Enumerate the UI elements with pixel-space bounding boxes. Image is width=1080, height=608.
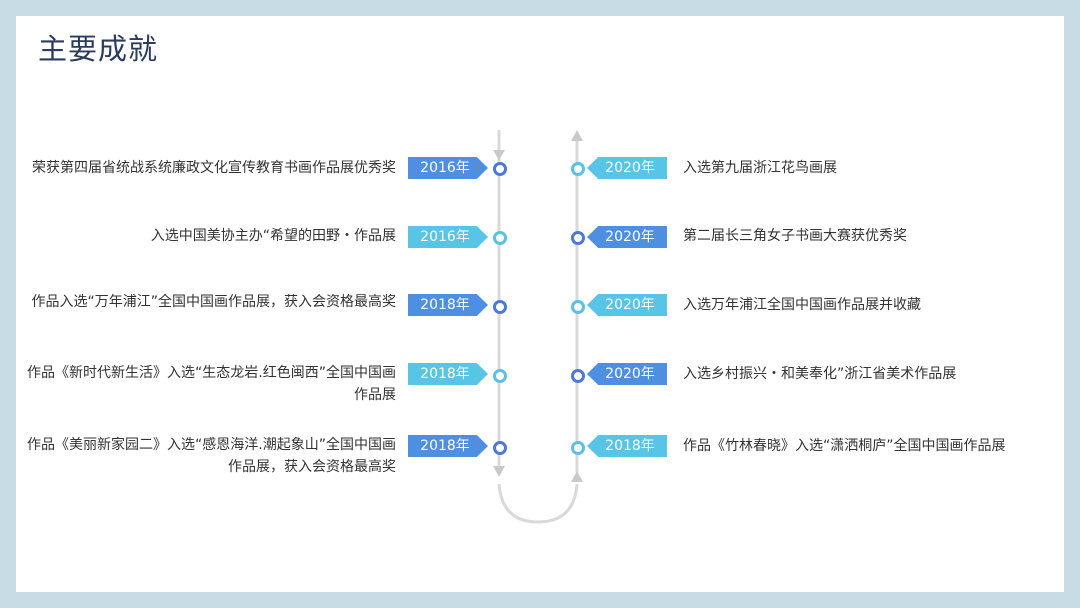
timeline-node	[571, 441, 585, 455]
right-year-tag: 2020年	[587, 157, 667, 179]
right-item-text: 作品《竹林春晓》入选“潇洒桐庐”全国中国画作品展	[683, 438, 1006, 454]
timeline-node	[493, 300, 507, 314]
left-year-tag: 2016年	[408, 226, 488, 248]
left-year-tag: 2016年	[408, 157, 488, 179]
page-title: 主要成就	[38, 32, 159, 66]
timeline-node	[571, 300, 585, 314]
right-item-text: 入选万年浦江全国中国画作品展并收藏	[683, 297, 921, 313]
right-item-text: 入选第九届浙江花鸟画展	[683, 160, 837, 176]
left-item-text: 入选中国美协主办“希望的田野・作品展	[150, 228, 396, 244]
left-item-text: 作品《新时代新生活》入选“生态龙岩.红色闽西”全国中国画作品展	[27, 365, 396, 403]
timeline-node	[493, 441, 507, 455]
timeline-node	[571, 369, 585, 383]
timeline-node	[571, 231, 585, 245]
left-item-text: 荣获第四届省统战系统廉政文化宣传教育书画作品展优秀奖	[32, 160, 396, 176]
right-year-tag: 2020年	[587, 294, 667, 316]
left-year-tag: 2018年	[408, 294, 488, 316]
left-item-text: 作品入选“万年浦江”全国中国画作品展，获入会资格最高奖	[31, 294, 396, 310]
timeline-node	[493, 162, 507, 176]
timeline-node	[493, 231, 507, 245]
left-year-tag: 2018年	[408, 363, 488, 385]
right-item-text: 第二届长三角女子书画大赛获优秀奖	[683, 228, 907, 244]
right-year-tag: 2020年	[587, 226, 667, 248]
left-item-text: 作品《美丽新家园二》入选“感恩海洋.潮起象山”全国中国画作品展，获入会资格最高奖	[27, 437, 396, 475]
right-item-text: 入选乡村振兴・和美奉化”浙江省美术作品展	[683, 366, 957, 382]
timeline-node	[571, 162, 585, 176]
left-year-tag: 2018年	[408, 435, 488, 457]
right-year-tag: 2018年	[587, 435, 667, 457]
right-year-tag: 2020年	[587, 363, 667, 385]
timeline-node	[493, 369, 507, 383]
